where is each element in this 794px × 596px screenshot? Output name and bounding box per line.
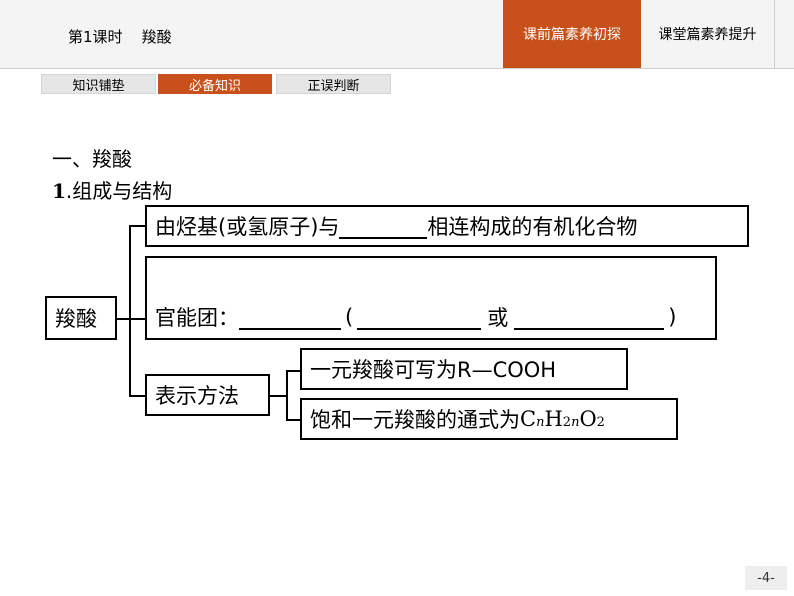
section-subheading: 1.组成与结构 (52, 175, 172, 204)
connector-vertical-main (129, 225, 131, 396)
header-bar (0, 0, 794, 68)
subtab-essential-knowledge[interactable]: 必备知识 (158, 74, 272, 94)
tab-pre-class[interactable]: 课前篇素养初探 (503, 0, 641, 68)
functional-group-blank-1 (239, 304, 341, 330)
header-divider (0, 68, 794, 69)
connector-root (116, 318, 130, 320)
root-box-carboxylic-acid: 羧酸 (45, 296, 117, 340)
subtab-knowledge-foundation[interactable]: 知识铺垫 (41, 74, 156, 94)
subtab-true-false[interactable]: 正误判断 (276, 74, 391, 94)
general-formula: CnH2nO2 (520, 407, 605, 431)
connector-functional-group (129, 318, 145, 320)
composition-text-post: 相连构成的有机化合物 (427, 215, 638, 239)
composition-box: 由烃基(或氢原子)与 相连构成的有机化合物 (145, 205, 749, 247)
connector-representation (129, 395, 145, 397)
fg-open-paren: ( (345, 305, 354, 329)
subheading-number: 1 (52, 179, 66, 203)
rep-monobasic-text: 一元羧酸可写为R—COOH (310, 358, 557, 382)
functional-group-box: 官能团： ( 或) (145, 256, 717, 340)
rep-saturated-text: 饱和一元羧酸的通式为 (310, 408, 520, 432)
lesson-title: 第1课时 羧酸 (68, 28, 172, 46)
rep-monobasic-box: 一元羧酸可写为R—COOH (300, 348, 628, 390)
connector-rep-monobasic (286, 370, 300, 372)
root-label: 羧酸 (55, 307, 97, 331)
composition-blank (339, 213, 428, 239)
connector-rep-saturated (286, 419, 300, 421)
connector-composition (129, 225, 145, 227)
representation-box: 表示方法 (145, 374, 270, 416)
functional-group-blank-3 (514, 304, 665, 330)
representation-label: 表示方法 (155, 384, 239, 408)
fg-or: 或 (487, 306, 509, 330)
page-number: -4- (745, 566, 787, 590)
functional-group-blank-2 (357, 304, 482, 330)
functional-group-label: 官能团： (155, 306, 239, 330)
subheading-text: .组成与结构 (65, 179, 173, 203)
connector-rep-branch (269, 395, 287, 397)
connector-vertical-rep (286, 370, 288, 420)
tab-divider (774, 0, 775, 68)
section-heading: 一、羧酸 (52, 147, 132, 171)
fg-close-paren: ) (668, 305, 677, 329)
tab-in-class[interactable]: 课堂篇素养提升 (658, 27, 757, 43)
composition-text-pre: 由烃基(或氢原子)与 (155, 215, 340, 239)
